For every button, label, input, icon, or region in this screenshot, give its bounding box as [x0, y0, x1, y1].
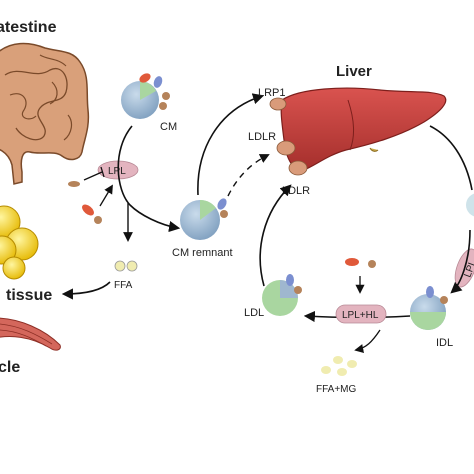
muscle-illustration [0, 317, 61, 351]
muscle-label: cle [0, 359, 20, 376]
ffa-to-tissue-arrow [61, 281, 111, 300]
intestine-illustration [0, 42, 90, 185]
cm-label: CM [160, 121, 177, 133]
ffa-mg-label: FFA+MG [316, 384, 357, 395]
cm-remnant-label: CM remnant [172, 247, 233, 259]
lpl-hl-enzyme [335, 304, 387, 324]
ffa-droplet-2 [126, 260, 138, 272]
ldlr-receptor-top [276, 140, 296, 156]
adipose-illustration [0, 205, 39, 280]
apo-to-lpl-arrow [99, 184, 113, 207]
remnant-to-lrp1-arrow [197, 93, 265, 196]
lrp1-receptor [269, 97, 287, 111]
cm-particle [121, 73, 170, 119]
intestine-label: atestine [0, 19, 57, 36]
lpl-hl-label: LPL+HL [342, 310, 379, 321]
liver-label: Liver [336, 63, 372, 80]
lpl-left-label: LPL [108, 166, 126, 177]
vldl-to-idl-arrow [450, 229, 471, 294]
lpl-inhibition-line [83, 171, 103, 181]
liver-illustration [280, 87, 447, 171]
idl-label: IDL [436, 337, 453, 349]
lpl-right-label: LPL [462, 258, 474, 279]
inhibition-bar [100, 166, 105, 178]
ffa-label: FFA [114, 280, 133, 291]
ldl-label: LDL [244, 307, 264, 319]
ffa-mg-droplet-3 [337, 368, 347, 376]
to-ffa-mg-arrow [354, 329, 381, 354]
adipose-tissue-label: tissue [6, 287, 52, 304]
ldlr-receptor-bottom [288, 160, 308, 176]
ldl-to-ldlr-arrow [259, 184, 292, 287]
apo-particle-brown [368, 260, 376, 268]
idl-particle [410, 286, 448, 330]
liver-to-vldl-arrow [429, 125, 473, 191]
ffa-droplet-1 [114, 260, 126, 272]
apo-c3-particle [68, 181, 80, 187]
ldl-particle [262, 274, 302, 316]
cm-remnant-particle [180, 198, 228, 240]
lrp1-label: LRP1 [258, 87, 286, 99]
remnant-to-ldlr-dashed-arrow [227, 154, 270, 197]
ffa-mg-droplet-4 [321, 366, 331, 374]
ffa-mg-droplet-2 [347, 360, 357, 368]
cm-to-remnant-arrow [117, 125, 181, 233]
ldlr-top-label: LDLR [248, 131, 276, 143]
apo-e-particle [94, 216, 102, 224]
apo-c2-particle [82, 204, 94, 216]
apo-particle-orange [345, 258, 359, 266]
vldl-particle-partial [466, 193, 474, 217]
ffa-mg-droplet-1 [333, 356, 343, 364]
